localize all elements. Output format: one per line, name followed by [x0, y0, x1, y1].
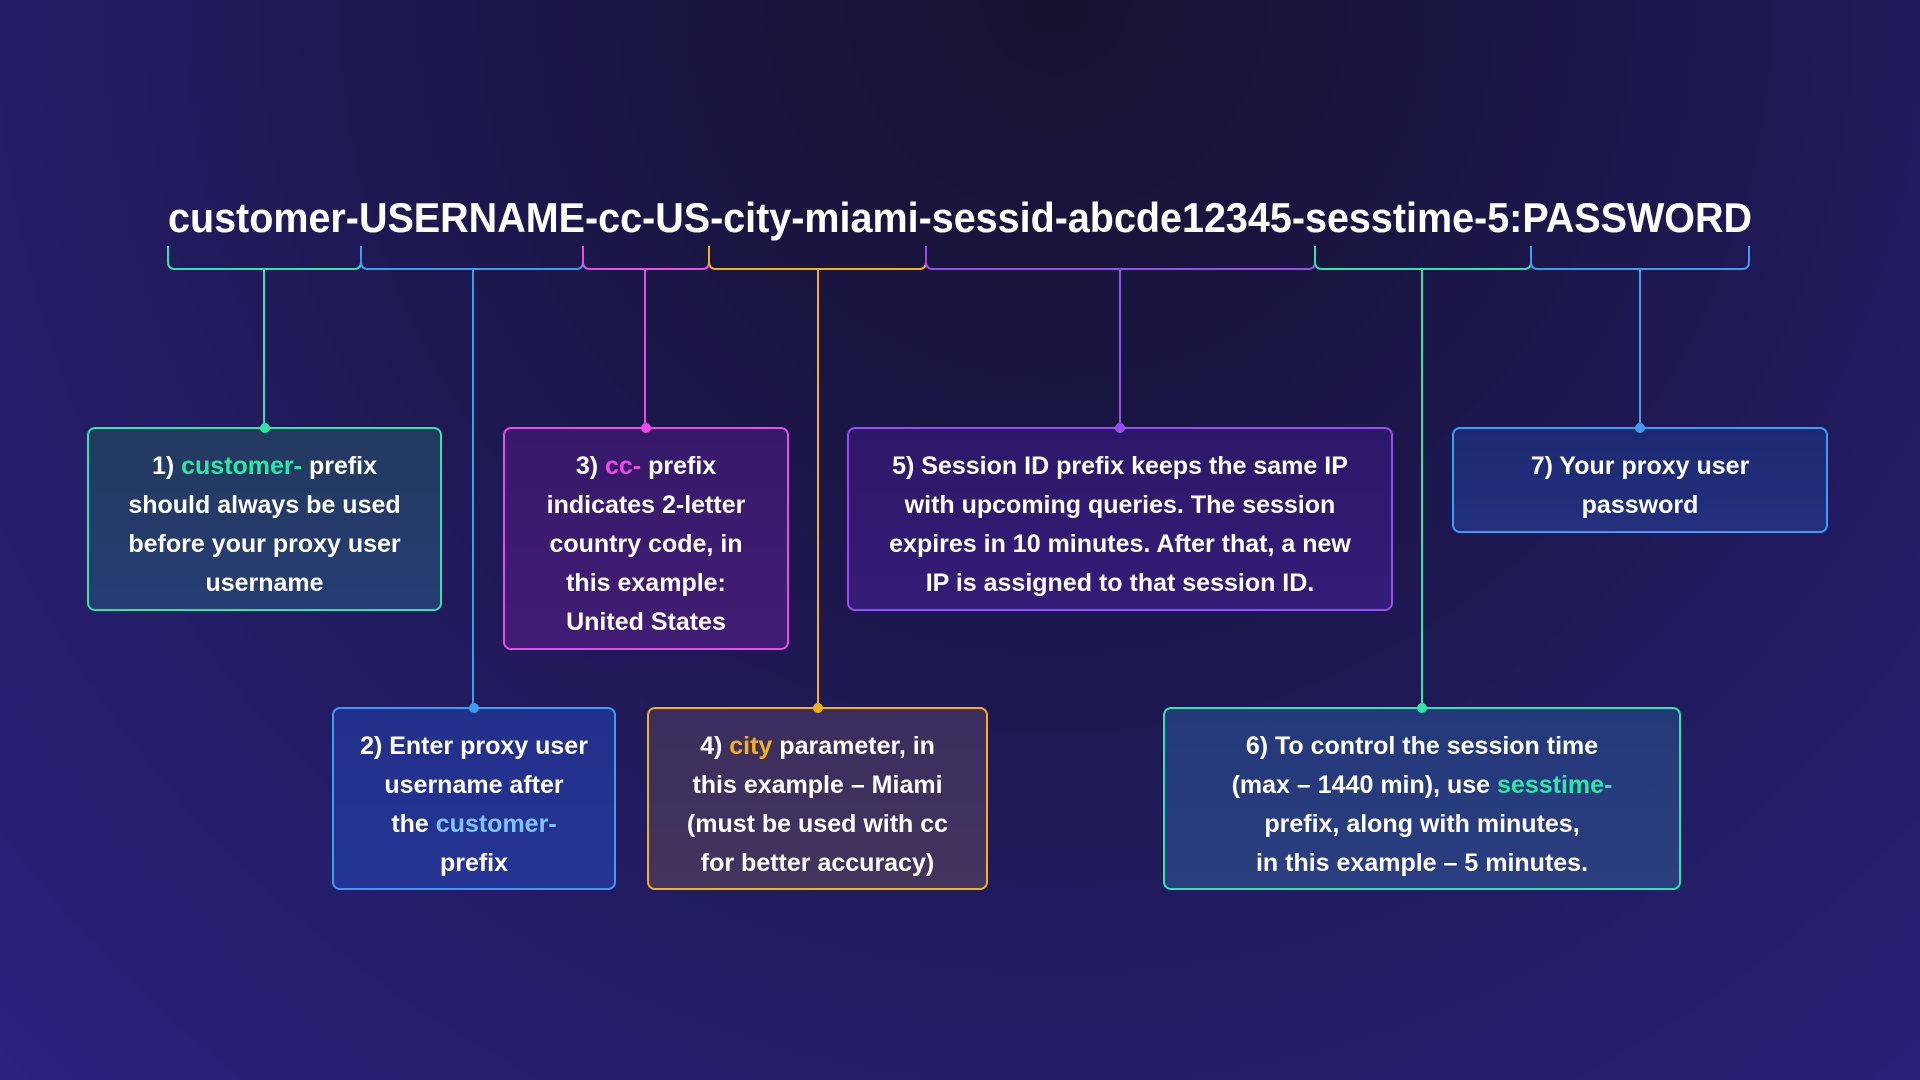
connector-dot: [641, 423, 651, 433]
callout-number: 1): [151, 452, 175, 480]
bracket-cc: [582, 246, 710, 270]
callout-text: 6) To control the session time: [1245, 732, 1599, 760]
callout-text: 5) Session ID prefix keeps the same IP: [892, 452, 1348, 480]
bracket-city: [708, 246, 927, 270]
callout-cc-prefix: 3) cc- prefix indicates 2-letter country…: [503, 423, 789, 650]
callout-text: before your proxy user: [128, 530, 401, 558]
bracket-customer: [167, 246, 362, 270]
highlight-keyword: customer-: [435, 810, 557, 838]
callout-text: 2) Enter proxy user: [360, 732, 588, 760]
callout-text: in this example – 5 minutes.: [1255, 849, 1589, 877]
callout-text: the: [391, 810, 429, 838]
callout-text: password: [1581, 491, 1699, 519]
callout-text: with upcoming queries. The session: [904, 491, 1336, 519]
callout-text: (max – 1440 min), use: [1231, 771, 1491, 799]
callout-username: 2) Enter proxy user username after the c…: [332, 703, 616, 890]
bracket-sessid: [925, 246, 1316, 270]
callout-city: 4) city parameter, in this example – Mia…: [647, 703, 988, 890]
connector-dot: [1115, 423, 1125, 433]
highlight-keyword: cc-: [605, 452, 642, 480]
callout-text: this example:: [566, 569, 726, 597]
callout-text: expires in 10 minutes. After that, a new: [889, 530, 1351, 558]
highlight-keyword: sesstime-: [1497, 771, 1613, 799]
bracket-password: [1530, 246, 1750, 270]
callout-text: indicates 2-letter: [546, 491, 746, 519]
connector-dot: [259, 423, 270, 433]
highlight-keyword: city: [729, 732, 773, 760]
bracket-sesstime: [1314, 246, 1532, 270]
connector-dot: [1417, 703, 1427, 713]
callout-number: 4): [700, 732, 723, 760]
callout-text: this example – Miami: [692, 771, 943, 799]
callout-text: (must be used with cc: [686, 810, 949, 838]
proxy-string-title: customer-USERNAME-cc-US-city-miami-sessi…: [168, 194, 1752, 241]
bracket-username: [360, 246, 584, 270]
callout-text: should always be used: [128, 491, 401, 519]
callout-text: IP is assigned to that session ID.: [925, 569, 1315, 597]
connector-dot: [469, 703, 479, 713]
callout-text: for better accuracy): [700, 849, 935, 877]
callout-text: 7) Your proxy user: [1530, 452, 1750, 480]
callout-sesstime: 6) To control the session time (max – 14…: [1163, 703, 1681, 890]
connector-dot: [1635, 423, 1645, 433]
callout-text: country code, in: [549, 530, 743, 558]
callout-text: parameter, in: [779, 732, 935, 760]
callout-text: username after: [384, 771, 564, 799]
callout-text: prefix: [439, 849, 509, 877]
callout-text: prefix, along with minutes,: [1264, 810, 1580, 838]
callout-password: 7) Your proxy user password: [1452, 423, 1828, 533]
callout-text: username: [205, 569, 324, 597]
callout-customer-prefix: 1) customer- prefix should always be use…: [87, 423, 442, 611]
connector-dot: [812, 703, 823, 713]
highlight-keyword: customer-: [181, 452, 302, 480]
callout-session-id: 5) Session ID prefix keeps the same IP w…: [847, 423, 1393, 611]
callout-number: 3): [575, 452, 599, 480]
callout-text: prefix: [308, 452, 378, 480]
callout-text: prefix: [648, 452, 717, 480]
callout-text: United States: [566, 608, 726, 636]
